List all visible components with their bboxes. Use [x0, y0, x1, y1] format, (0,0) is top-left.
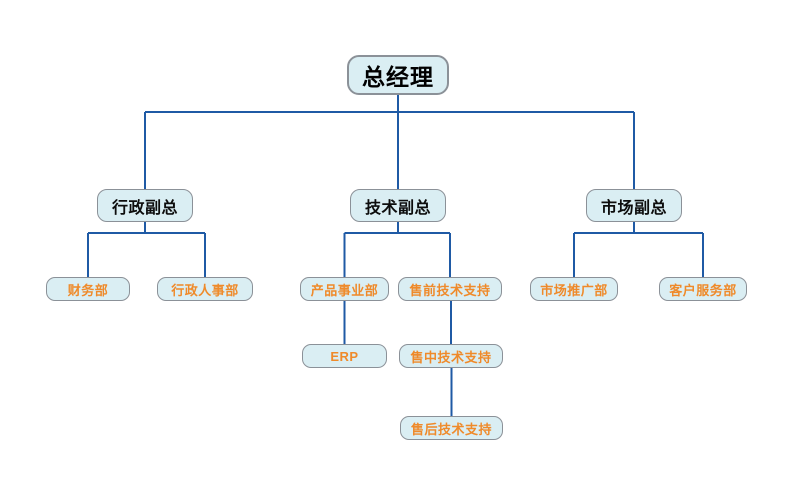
org-node-gm: 总经理: [347, 55, 449, 95]
org-node-label: 行政人事部: [171, 282, 239, 298]
org-node-presales: 售前技术支持: [398, 277, 502, 301]
org-node-market_vp: 市场副总: [586, 189, 682, 222]
org-node-midsales: 售中技术支持: [399, 344, 503, 368]
org-node-admin_vp: 行政副总: [97, 189, 193, 222]
org-node-label: 售前技术支持: [409, 282, 491, 298]
org-node-label: 市场推广部: [540, 282, 608, 298]
org-node-label: ERP: [330, 348, 359, 364]
org-node-label: 行政副总: [111, 199, 178, 217]
org-node-customer_service: 客户服务部: [659, 277, 747, 301]
org-node-label: 产品事业部: [310, 282, 379, 298]
org-node-erp: ERP: [302, 344, 387, 368]
org-node-finance: 财务部: [46, 277, 130, 301]
org-node-label: 市场副总: [600, 199, 667, 217]
org-node-product: 产品事业部: [300, 277, 389, 301]
org-node-market_promo: 市场推广部: [530, 277, 618, 301]
org-node-label: 售中技术支持: [410, 349, 492, 365]
org-node-admin_hr: 行政人事部: [157, 277, 253, 301]
org-node-label: 财务部: [67, 282, 109, 298]
org-node-tech_vp: 技术副总: [350, 189, 446, 222]
org-node-label: 技术副总: [364, 199, 431, 217]
org-node-aftersales: 售后技术支持: [400, 416, 503, 440]
org-node-label: 售后技术支持: [410, 421, 492, 437]
org-node-label: 客户服务部: [669, 282, 737, 298]
org-node-label: 总经理: [362, 64, 434, 90]
